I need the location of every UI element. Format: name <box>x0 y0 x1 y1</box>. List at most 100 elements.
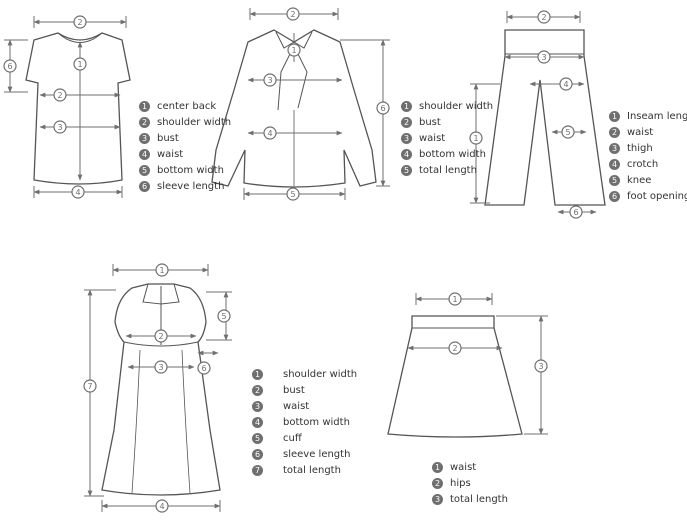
legend-label: shoulder width <box>283 368 358 380</box>
svg-text:2: 2 <box>57 91 62 100</box>
number-badge: 5 <box>609 174 620 186</box>
svg-text:2: 2 <box>158 332 163 341</box>
svg-text:4: 4 <box>159 502 164 511</box>
measure-marker-1: 1 <box>448 292 462 306</box>
legend-label: total length <box>419 164 477 176</box>
tshirt-outline <box>25 32 131 185</box>
svg-text:3: 3 <box>541 53 546 62</box>
measure-marker-6: 6 <box>3 59 17 73</box>
legend-label: bottom width <box>157 164 224 176</box>
number-badge: 3 <box>609 142 620 154</box>
svg-text:6: 6 <box>201 364 206 373</box>
number-badge: 3 <box>401 132 412 144</box>
svg-text:1: 1 <box>77 60 82 69</box>
number-badge: 4 <box>401 148 412 160</box>
legend-label: waist <box>419 132 446 144</box>
measure-marker-6: 6 <box>569 205 583 219</box>
legend-item: 3 total length <box>432 491 508 507</box>
legend-item: 1 shoulder width <box>252 366 357 382</box>
number-badge: 5 <box>139 164 150 176</box>
measure-marker-4: 4 <box>71 185 85 199</box>
measure-marker-3: 3 <box>534 359 548 373</box>
svg-text:7: 7 <box>87 382 92 391</box>
number-badge: 7 <box>252 464 263 476</box>
svg-text:1: 1 <box>473 134 478 143</box>
legend-label: waist <box>627 126 654 138</box>
legend-label: center back <box>157 100 217 112</box>
legend-item: 2 shoulder width <box>139 114 231 130</box>
number-badge: 6 <box>139 180 150 192</box>
number-badge: 3 <box>139 132 150 144</box>
number-badge: 4 <box>252 416 263 428</box>
measure-marker-4: 4 <box>155 499 169 513</box>
measure-marker-3: 3 <box>263 73 277 87</box>
measure-marker-1: 1 <box>155 263 169 277</box>
legend-label: bust <box>157 132 179 144</box>
number-badge: 3 <box>252 400 263 412</box>
svg-text:2: 2 <box>290 10 295 19</box>
legend-item: 7 total length <box>252 462 357 478</box>
legend-label: bust <box>419 116 441 128</box>
svg-text:1: 1 <box>291 46 296 55</box>
measure-marker-2: 2 <box>286 7 300 21</box>
legend-label: bottom width <box>419 148 486 160</box>
legend-label: Inseam length <box>627 110 687 122</box>
number-badge: 3 <box>432 493 443 505</box>
measure-marker-2: 2 <box>537 10 551 24</box>
legend-item: 4 bottom width <box>401 146 493 162</box>
number-badge: 4 <box>609 158 620 170</box>
number-badge: 2 <box>139 116 150 128</box>
legend-label: cuff <box>283 432 302 444</box>
legend-label: crotch <box>627 158 659 170</box>
legend-item: 5 total length <box>401 162 493 178</box>
legend-item: 6 sleeve length <box>139 178 231 194</box>
svg-text:5: 5 <box>290 190 295 199</box>
svg-text:5: 5 <box>565 128 570 137</box>
number-badge: 4 <box>139 148 150 160</box>
legend-label: shoulder width <box>157 116 232 128</box>
legend-label: sleeve length <box>157 180 225 192</box>
svg-text:6: 6 <box>7 62 12 71</box>
svg-text:2: 2 <box>541 13 546 22</box>
legend-label: hips <box>450 477 471 489</box>
svg-text:3: 3 <box>538 362 543 371</box>
measure-marker-5: 5 <box>561 125 575 139</box>
measure-marker-4: 4 <box>559 77 573 91</box>
legend-item: 1 Inseam length <box>609 108 687 124</box>
legend-label: waist <box>450 461 477 473</box>
measure-marker-6: 6 <box>376 101 390 115</box>
number-badge: 1 <box>609 110 620 122</box>
legend-label: total length <box>283 464 341 476</box>
svg-text:5: 5 <box>221 312 226 321</box>
measure-marker-1: 1 <box>287 43 301 57</box>
measure-marker-3: 3 <box>53 120 67 134</box>
svg-text:4: 4 <box>563 80 568 89</box>
number-badge: 2 <box>401 116 412 128</box>
svg-text:6: 6 <box>573 208 578 217</box>
number-badge: 5 <box>401 164 412 176</box>
measure-marker-5: 5 <box>286 187 300 201</box>
number-badge: 2 <box>252 384 263 396</box>
measure-marker-4: 4 <box>263 126 277 140</box>
legend-item: 1 waist <box>432 459 508 475</box>
measure-marker-6: 6 <box>197 361 211 375</box>
dress-outline <box>101 283 221 496</box>
number-badge: 1 <box>252 368 263 380</box>
svg-text:2: 2 <box>77 18 82 27</box>
skirt-outline <box>387 315 523 438</box>
legend-label: total length <box>450 493 508 505</box>
number-badge: 1 <box>432 461 443 473</box>
svg-text:3: 3 <box>267 76 272 85</box>
legend-item: 3 waist <box>401 130 493 146</box>
